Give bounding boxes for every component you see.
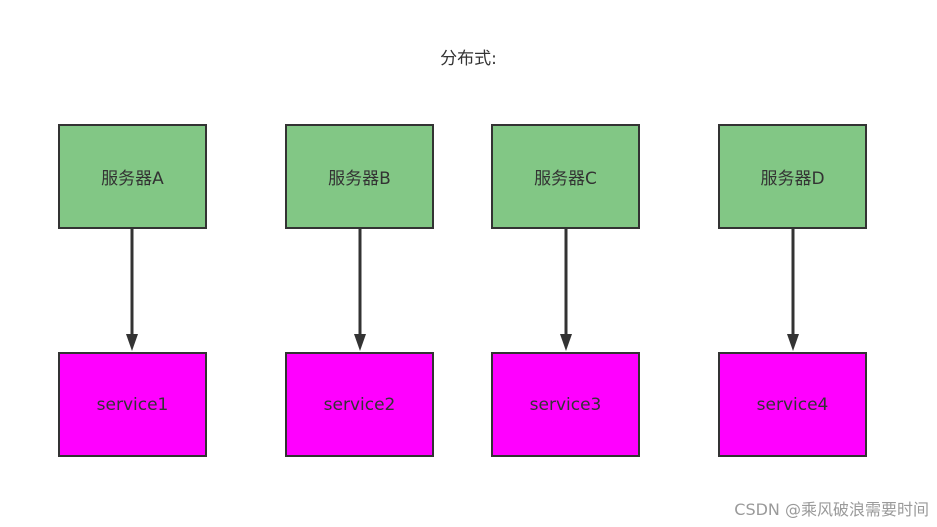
edge-server-b-to-service2: [354, 229, 366, 351]
node-server-b: 服务器B: [285, 124, 434, 229]
node-server-d: 服务器D: [718, 124, 867, 229]
edge-server-c-to-service3: [560, 229, 572, 351]
edge-server-a-to-service1: [126, 229, 138, 351]
edge-server-d-to-service4: [787, 229, 799, 351]
node-service-1: service1: [58, 352, 207, 457]
csdn-watermark: CSDN @乘风破浪需要时间: [734, 500, 929, 519]
node-service-4: service4: [718, 352, 867, 457]
node-service-2: service2: [285, 352, 434, 457]
diagram-title: 分布式:: [440, 49, 497, 69]
node-server-c: 服务器C: [491, 124, 640, 229]
node-service-3: service3: [491, 352, 640, 457]
node-server-a: 服务器A: [58, 124, 207, 229]
